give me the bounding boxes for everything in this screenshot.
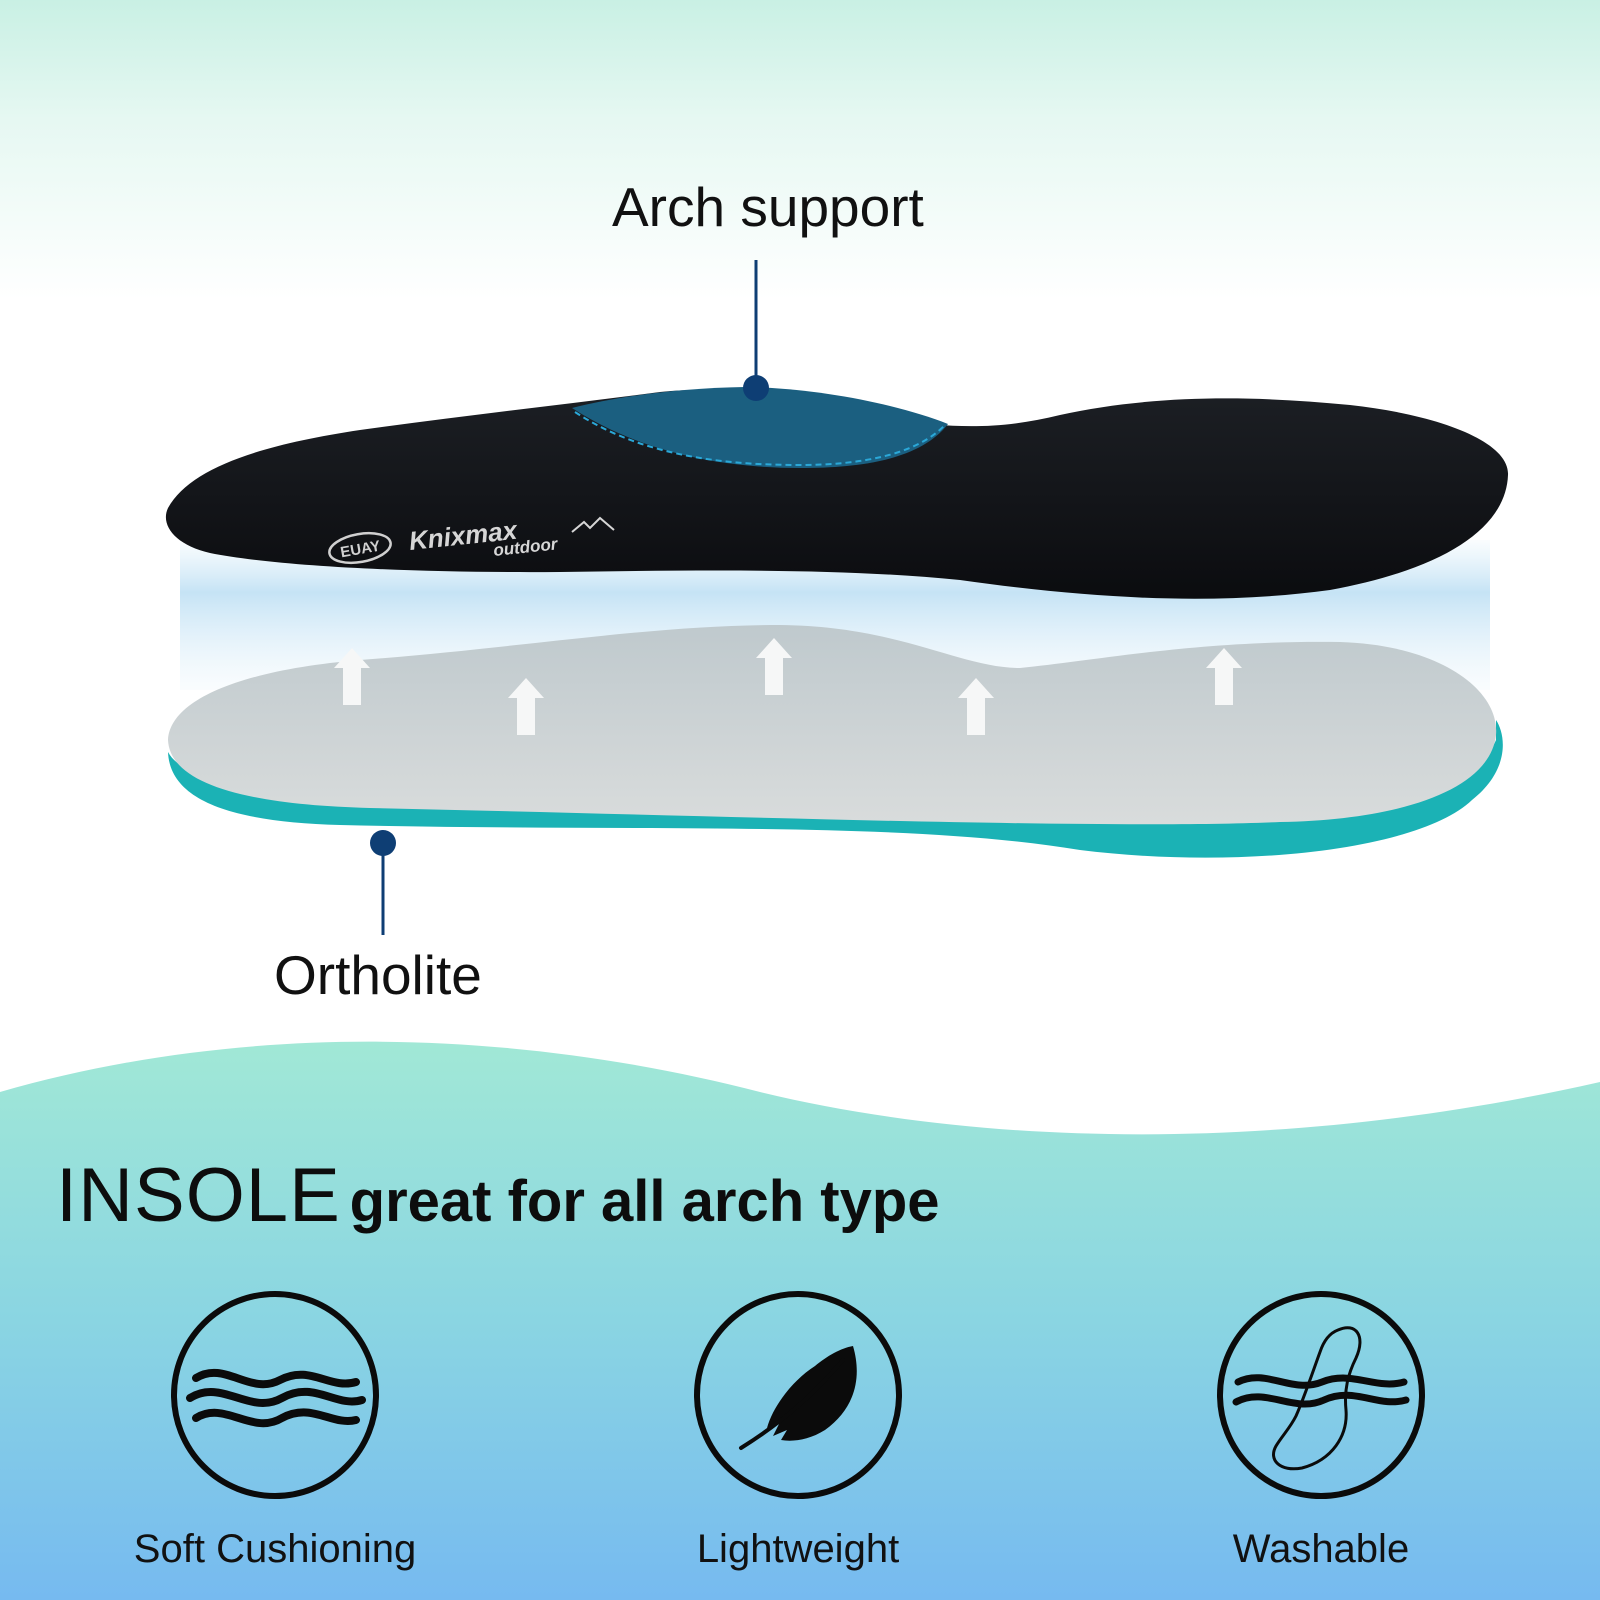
feature-soft-cushioning: Soft Cushioning bbox=[85, 1290, 465, 1572]
up-arrow-icon bbox=[756, 638, 792, 695]
feature-label: Washable bbox=[1232, 1527, 1410, 1571]
insole-water-icon bbox=[1217, 1291, 1425, 1499]
arch-support-pad bbox=[572, 387, 948, 468]
ortholite-leader-dot bbox=[370, 830, 396, 856]
feather-icon bbox=[694, 1291, 902, 1499]
arch-leader-dot bbox=[743, 375, 769, 401]
feature-washable: Washable bbox=[1131, 1290, 1511, 1572]
arch-support-label: Arch support bbox=[612, 176, 924, 238]
euay-badge-icon bbox=[328, 531, 392, 565]
feature-lightweight: Lightweight bbox=[608, 1290, 988, 1572]
up-arrow-icon bbox=[1206, 648, 1242, 705]
badge-text: EUAY bbox=[339, 538, 382, 562]
up-arrow-icon bbox=[334, 648, 370, 705]
feature-label: Soft Cushioning bbox=[133, 1527, 417, 1571]
up-arrow-icon bbox=[508, 678, 544, 735]
arch-pad-stitching bbox=[574, 411, 945, 467]
up-arrow-icon bbox=[958, 678, 994, 735]
headline-rest: great for all arch type bbox=[349, 1169, 940, 1234]
ortholite-foam-top bbox=[168, 625, 1497, 825]
headline-strong: INSOLE bbox=[56, 1153, 341, 1238]
insole-brand-logo: EUAY Knixmax outdoor bbox=[328, 515, 615, 565]
ortholite-label: Ortholite bbox=[274, 944, 482, 1006]
mountain-icon bbox=[571, 516, 615, 533]
feature-label: Lightweight bbox=[696, 1527, 900, 1571]
waves-icon bbox=[171, 1291, 379, 1499]
bottom-wave-band bbox=[0, 1041, 1600, 1600]
insole-top-layer bbox=[165, 389, 1509, 599]
up-arrow-icons bbox=[334, 638, 1242, 735]
headline: INSOLE great for all arch type bbox=[56, 1158, 940, 1234]
